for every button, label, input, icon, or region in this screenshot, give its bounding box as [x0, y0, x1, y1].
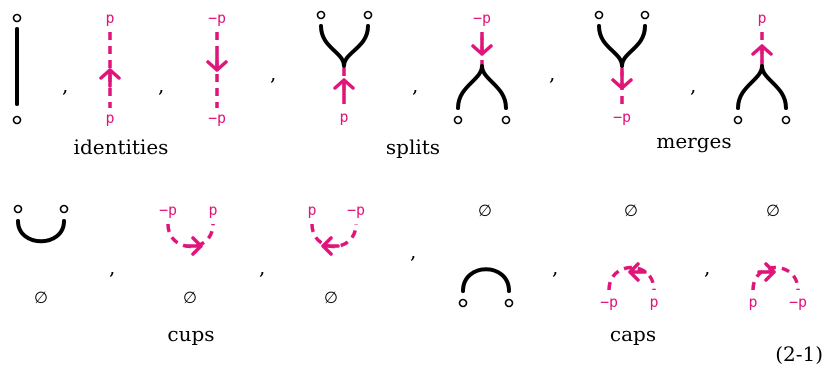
endpoint-node	[501, 115, 511, 125]
empty-set: ∅	[624, 201, 638, 220]
caption-splits: splits	[386, 135, 440, 159]
endpoint-node	[504, 298, 514, 308]
identity-solid	[12, 13, 22, 125]
empty-set: ∅	[478, 201, 492, 220]
arrow-up-icon	[333, 78, 355, 98]
endpoint-node	[594, 10, 604, 20]
endpoint-node	[316, 10, 326, 20]
empty-set: ∅	[324, 288, 338, 307]
separator-comma: ,	[158, 73, 164, 97]
label-p: p	[757, 9, 766, 27]
arrow-up-icon	[751, 44, 773, 64]
separator-comma: ,	[109, 255, 115, 279]
label-neg-p: −p	[347, 201, 365, 219]
endpoint-node	[59, 204, 69, 214]
endpoint-node	[363, 10, 373, 20]
arrow-right-icon	[757, 262, 776, 282]
cap-solid: ∅	[458, 201, 514, 308]
endpoint-node	[458, 298, 468, 308]
label-p: p	[105, 109, 114, 127]
separator-comma: ,	[552, 255, 558, 279]
label-p: p	[748, 293, 757, 311]
separator-comma: ,	[412, 73, 418, 97]
endpoint-node	[12, 115, 22, 125]
caption-identities: identities	[74, 135, 169, 159]
endpoint-node	[12, 13, 22, 23]
label-p: p	[105, 9, 114, 27]
merge-p: p	[733, 9, 791, 125]
label-neg-p: −p	[208, 9, 226, 27]
separator-comma: ,	[704, 255, 710, 279]
cup-neg-p-p: −p p	[159, 201, 218, 256]
endpoint-node	[733, 115, 743, 125]
separator-comma: ,	[259, 255, 265, 279]
split-neg-p: −p	[453, 9, 511, 125]
identity-p-up: p p	[99, 9, 121, 127]
separator-comma: ,	[62, 73, 68, 97]
arrow-right-icon	[184, 236, 203, 256]
equation-number: (2-1)	[775, 342, 823, 366]
label-neg-p: −p	[473, 9, 491, 27]
separator-comma: ,	[410, 239, 416, 263]
separator-comma: ,	[690, 73, 696, 97]
endpoint-node	[13, 204, 23, 214]
caption-cups: cups	[167, 322, 214, 346]
empty-set: ∅	[766, 201, 780, 220]
cup-p-neg-p: p −p	[307, 201, 365, 256]
arrow-down-icon	[611, 70, 633, 90]
identity-neg-p-down: −p −p	[206, 9, 228, 127]
caption-merges: merges	[656, 129, 731, 153]
cap-neg-p-p: ∅ −p p	[600, 201, 659, 311]
caption-caps: caps	[610, 322, 656, 346]
arrow-left-icon	[321, 236, 340, 256]
label-p: p	[208, 201, 217, 219]
label-p: p	[339, 108, 348, 126]
merge-neg-p: −p	[594, 10, 650, 126]
label-neg-p: −p	[789, 293, 807, 311]
separator-comma: ,	[270, 61, 276, 85]
cap-p-neg-p: ∅ p −p	[748, 201, 807, 311]
label-neg-p: −p	[613, 108, 631, 126]
arrow-left-icon	[628, 262, 647, 282]
cup-solid	[13, 204, 69, 244]
separator-comma: ,	[549, 61, 555, 85]
label-neg-p: −p	[600, 293, 618, 311]
label-neg-p: −p	[159, 201, 177, 219]
label-p: p	[649, 293, 658, 311]
empty-set: ∅	[183, 288, 197, 307]
empty-set: ∅	[34, 288, 48, 307]
arrow-down-icon	[471, 36, 493, 56]
split-p: p	[316, 10, 373, 126]
label-p: p	[307, 201, 316, 219]
endpoint-node	[453, 115, 463, 125]
arrow-up-icon	[99, 68, 121, 88]
endpoint-node	[640, 10, 650, 20]
endpoint-node	[781, 115, 791, 125]
arrow-down-icon	[206, 52, 228, 72]
label-neg-p: −p	[208, 109, 226, 127]
